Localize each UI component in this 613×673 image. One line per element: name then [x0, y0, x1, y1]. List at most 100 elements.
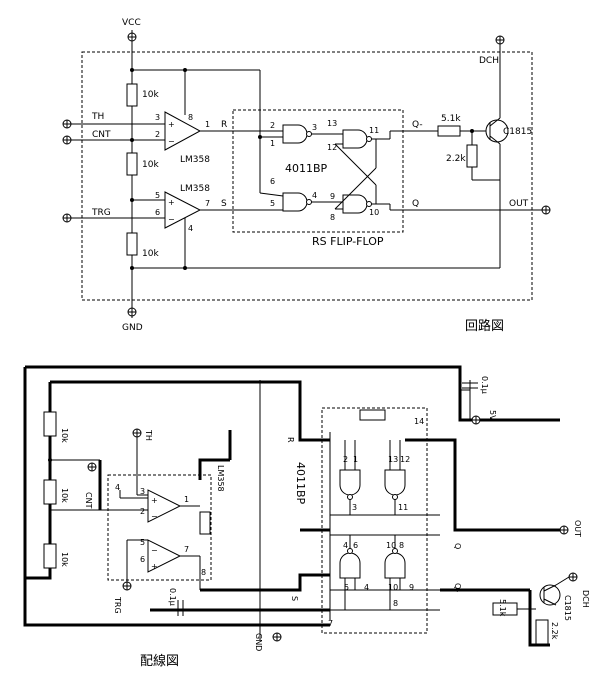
- wiring-diagram: 10k 10k 10k CNT TH TRG GND LM358 +− −+ 4…: [23, 365, 590, 669]
- svg-text:4: 4: [364, 583, 369, 592]
- wiring-lm358-outline: [107, 474, 212, 581]
- svg-text:6: 6: [155, 208, 160, 217]
- r10k-top-label: 10k: [142, 90, 159, 100]
- svg-text:6: 6: [140, 555, 145, 564]
- wiring-r-signal-label: R: [286, 437, 295, 443]
- cnt-label: CNT: [92, 130, 111, 140]
- r51k-label: 5.1k: [441, 114, 461, 124]
- svg-text:11: 11: [369, 126, 379, 135]
- resistor-10k-top: [126, 83, 138, 107]
- wiring-qbar-label: Q-: [453, 583, 462, 593]
- svg-text:7: 7: [184, 545, 189, 554]
- svg-text:8: 8: [399, 541, 404, 550]
- wiring-ic-notch: [359, 409, 386, 421]
- vcc-label: VCC: [122, 18, 141, 28]
- rs-flipflop-label: RS FLIP-FLOP: [312, 235, 384, 248]
- r10k-mid-label: 10k: [142, 160, 159, 170]
- schematic-caption: 回路図: [465, 318, 504, 334]
- dch-label: DCH: [479, 56, 499, 66]
- svg-text:2: 2: [140, 507, 145, 516]
- wiring-th-label: TH: [144, 429, 153, 441]
- wiring-trg-label: TRG: [113, 596, 122, 614]
- nand-gate-1: [282, 124, 308, 144]
- svg-text:10: 10: [388, 583, 398, 592]
- svg-text:+: +: [168, 198, 175, 207]
- wiring-resistor-10k-mid: [43, 479, 57, 505]
- svg-text:3: 3: [140, 487, 145, 496]
- wiring-caption: 配線図: [140, 653, 179, 669]
- svg-text:2: 2: [343, 455, 348, 464]
- svg-text:5: 5: [270, 199, 275, 208]
- wiring-ic-label: 4011BP: [294, 462, 307, 505]
- q-label: Q: [412, 199, 419, 209]
- resistor-2-2k: [466, 144, 478, 168]
- wiring-dch-label: DCH: [581, 590, 590, 608]
- wiring-outer-left-trace: [23, 367, 330, 627]
- svg-text:−: −: [168, 137, 175, 146]
- svg-text:5: 5: [155, 191, 160, 200]
- svg-text:9: 9: [409, 583, 414, 592]
- svg-text:4: 4: [115, 483, 120, 492]
- wiring-r51k-label: 5.1k: [498, 599, 507, 617]
- svg-text:7: 7: [205, 199, 210, 208]
- wiring-resistor-10k-bot: [43, 543, 57, 569]
- wiring-out-label: OUT: [573, 520, 582, 537]
- svg-text:+: +: [168, 120, 175, 129]
- wiring-opamp-label: LM358: [216, 465, 225, 492]
- wiring-opamp-bottom: [147, 539, 182, 573]
- wiring-s-signal-label: S: [290, 596, 299, 601]
- opamp-bottom: [164, 191, 202, 229]
- wiring-gnd-label: GND: [254, 633, 263, 651]
- r-signal-label: R: [221, 120, 227, 130]
- gnd-label: GND: [122, 323, 143, 333]
- wiring-5v-label: 5V: [488, 410, 497, 421]
- svg-text:8: 8: [393, 599, 398, 608]
- nand-gate-2: [282, 192, 308, 212]
- flipflop-enclosure: [232, 109, 404, 233]
- opamp-top: [164, 111, 202, 151]
- wiring-r10k-bot-label: 10k: [60, 552, 69, 567]
- svg-text:11: 11: [398, 503, 408, 512]
- svg-text:−: −: [168, 215, 175, 224]
- resistor-10k-bot: [126, 232, 138, 256]
- wiring-opamp-top: [147, 489, 182, 523]
- wiring-transistor-label: C1815: [563, 595, 572, 621]
- wiring-r10k-top-label: 10k: [60, 428, 69, 443]
- trg-label: TRG: [91, 208, 111, 218]
- svg-text:1: 1: [184, 495, 189, 504]
- svg-text:+: +: [151, 562, 158, 571]
- resistor-5-1k: [437, 125, 461, 137]
- svg-text:12: 12: [327, 143, 337, 152]
- out-label: OUT: [509, 199, 529, 209]
- resistor-10k-mid: [126, 152, 138, 176]
- svg-text:13: 13: [327, 119, 337, 128]
- wiring-opamp-jumper: [199, 511, 211, 535]
- wiring-nand-a: [339, 469, 361, 496]
- wiring-resistor-10k-top: [43, 411, 57, 437]
- svg-text:8: 8: [201, 568, 206, 577]
- wiring-4011bp-outline: [321, 407, 428, 634]
- svg-text:−: −: [151, 512, 158, 521]
- svg-text:9: 9: [330, 192, 335, 201]
- svg-text:6: 6: [353, 541, 358, 550]
- wiring-cap-bottom-label: 0.1μ: [168, 588, 177, 606]
- svg-text:3: 3: [352, 503, 357, 512]
- wiring-nand-c: [339, 552, 361, 579]
- svg-text:7: 7: [328, 619, 333, 628]
- opamp-top-label: LM358: [180, 155, 210, 165]
- ic-4011bp-label: 4011BP: [285, 162, 328, 175]
- svg-text:3: 3: [312, 123, 317, 132]
- svg-text:5: 5: [344, 583, 349, 592]
- svg-text:10: 10: [386, 541, 396, 550]
- svg-text:14: 14: [414, 417, 424, 426]
- svg-text:4: 4: [312, 191, 317, 200]
- svg-text:−: −: [151, 546, 158, 555]
- r10k-bot-label: 10k: [142, 249, 159, 259]
- svg-text:8: 8: [330, 213, 335, 222]
- schematic-diagram: VCC GND 10k 10k 10k TH CNT TRG: [62, 18, 551, 334]
- svg-text:2: 2: [270, 121, 275, 130]
- svg-text:10: 10: [369, 208, 379, 217]
- svg-text:4: 4: [188, 224, 193, 233]
- qbar-label: Q-: [412, 120, 423, 130]
